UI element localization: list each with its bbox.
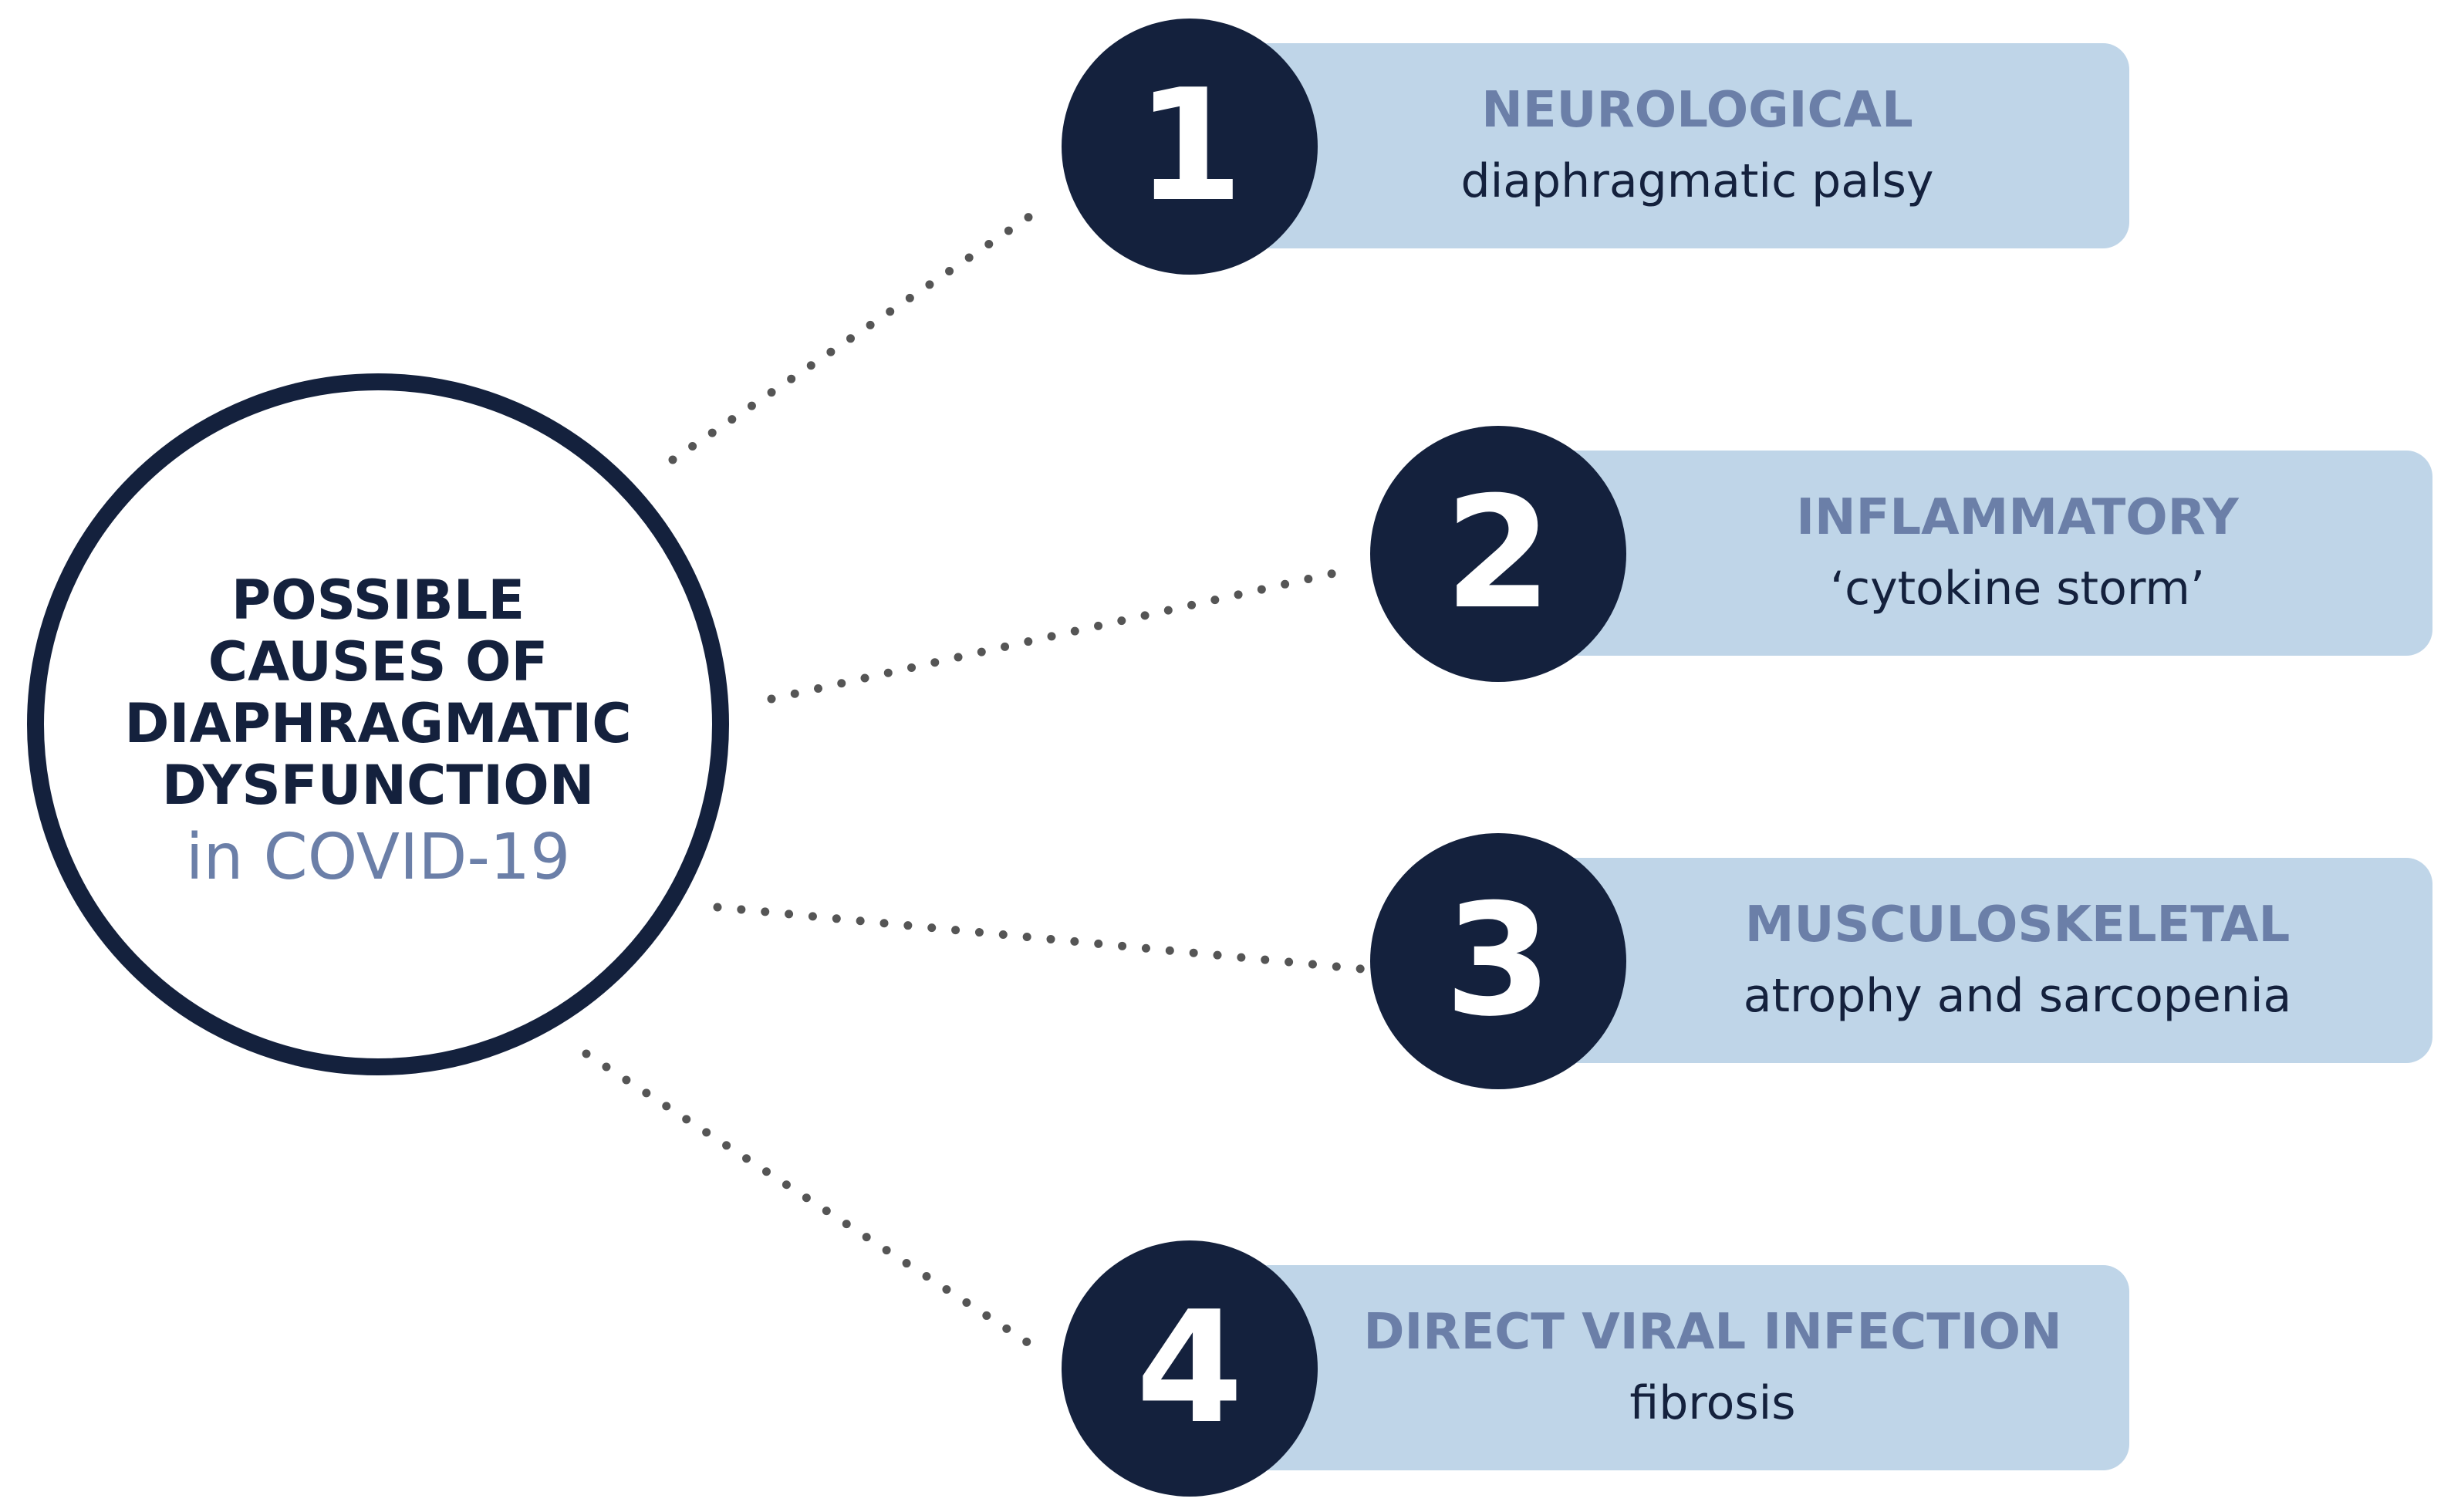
cause-heading-4: DIRECT VIRAL INFECTION — [1363, 1304, 2062, 1361]
cause-description-1: diaphragmatic palsy — [1460, 154, 1934, 208]
central-topic-title: POSSIBLE CAUSES OF DIAPHRAGMATIC DYSFUNC… — [124, 569, 631, 816]
central-title-line-2: CAUSES OF — [208, 630, 549, 694]
number-badge-3: 3 — [1370, 833, 1626, 1089]
connector-line-4 — [582, 1049, 1046, 1356]
cause-box-4 — [1204, 1265, 2129, 1470]
cause-box-1 — [1204, 43, 2129, 248]
number-label-4: 4 — [1136, 1278, 1244, 1458]
number-label-1: 1 — [1136, 56, 1244, 236]
central-title-line-1: POSSIBLE — [231, 569, 525, 632]
central-topic-circle: POSSIBLE CAUSES OF DIAPHRAGMATIC DYSFUNC… — [27, 373, 729, 1075]
cause-heading-3: MUSCULOSKELETAL — [1744, 896, 2291, 953]
number-badge-2: 2 — [1370, 426, 1626, 682]
cause-description-3: atrophy and sarcopenia — [1743, 969, 2292, 1023]
cause-box-3 — [1512, 858, 2432, 1063]
cause-text-4: DIRECT VIRAL INFECTION fibrosis — [1312, 1265, 2114, 1470]
number-badge-4: 4 — [1062, 1240, 1318, 1497]
cause-heading-2: INFLAMMATORY — [1796, 489, 2239, 546]
connector-line-1 — [668, 204, 1046, 464]
cause-description-4: fibrosis — [1629, 1376, 1796, 1430]
number-badge-1: 1 — [1062, 19, 1318, 275]
central-title-line-4: DYSFUNCTION — [161, 754, 595, 817]
connector-line-3 — [713, 903, 1366, 974]
cause-text-1: NEUROLOGICAL diaphragmatic palsy — [1312, 43, 2083, 248]
number-label-2: 2 — [1444, 464, 1552, 643]
cause-text-2: INFLAMMATORY ‘cytokine storm’ — [1620, 451, 2415, 656]
connector-line-2 — [767, 565, 1356, 704]
cause-description-2: ‘cytokine storm’ — [1830, 562, 2205, 616]
central-topic-subtitle: in COVID-19 — [185, 821, 571, 894]
cause-heading-1: NEUROLOGICAL — [1481, 82, 1913, 139]
cause-text-3: MUSCULOSKELETAL atrophy and sarcopenia — [1620, 858, 2415, 1063]
cause-box-2 — [1512, 451, 2432, 656]
central-title-line-3: DIAPHRAGMATIC — [124, 692, 632, 755]
number-label-3: 3 — [1444, 871, 1552, 1051]
